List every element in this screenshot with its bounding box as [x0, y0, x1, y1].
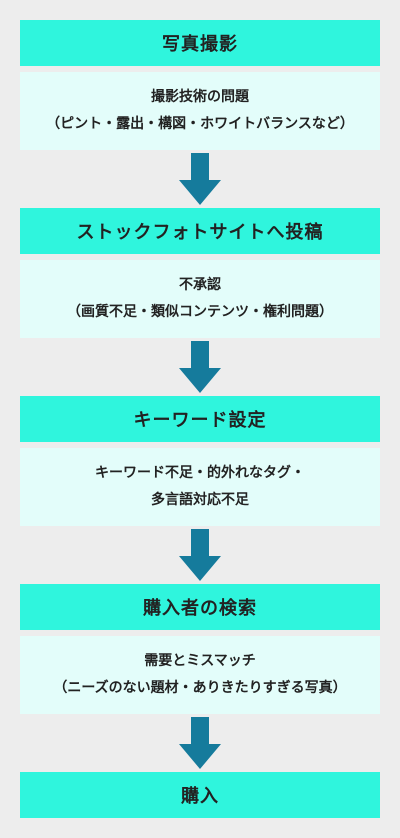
issue-line: 多言語対応不足: [151, 492, 249, 508]
stage-stock-submission: ストックフォトサイトへ投稿: [20, 208, 380, 254]
stage-photo-shooting: 写真撮影: [20, 20, 380, 66]
issue-line: キーワード不足・的外れなタグ・: [95, 465, 305, 481]
issue-photo-shooting: 撮影技術の問題 （ピント・露出・構図・ホワイトバランスなど）: [20, 72, 380, 150]
stage-title: キーワード設定: [133, 410, 267, 431]
issue-line: （ニーズのない題材・ありきたりすぎる写真）: [53, 680, 347, 696]
stage-title: 写真撮影: [162, 34, 238, 55]
stage-title: 購入: [181, 786, 219, 807]
issue-line: 撮影技術の問題: [151, 89, 249, 105]
issue-line: 不承認: [179, 277, 221, 293]
issue-line: （ピント・露出・構図・ホワイトバランスなど）: [46, 116, 354, 132]
issue-buyer-search: 需要とミスマッチ （ニーズのない題材・ありきたりすぎる写真）: [20, 636, 380, 714]
down-arrow-icon: [179, 717, 221, 769]
issue-line: 需要とミスマッチ: [144, 653, 256, 669]
down-arrow-icon: [179, 341, 221, 393]
issue-line: （画質不足・類似コンテンツ・権利問題）: [67, 304, 333, 320]
stage-keyword-setting: キーワード設定: [20, 396, 380, 442]
down-arrow-icon: [179, 153, 221, 205]
down-arrow-icon: [179, 529, 221, 581]
issue-keyword-setting: キーワード不足・的外れなタグ・ 多言語対応不足: [20, 448, 380, 526]
issue-stock-submission: 不承認 （画質不足・類似コンテンツ・権利問題）: [20, 260, 380, 338]
stage-purchase: 購入: [20, 772, 380, 818]
stage-buyer-search: 購入者の検索: [20, 584, 380, 630]
stage-title: ストックフォトサイトへ投稿: [76, 222, 324, 243]
stage-title: 購入者の検索: [143, 598, 257, 619]
